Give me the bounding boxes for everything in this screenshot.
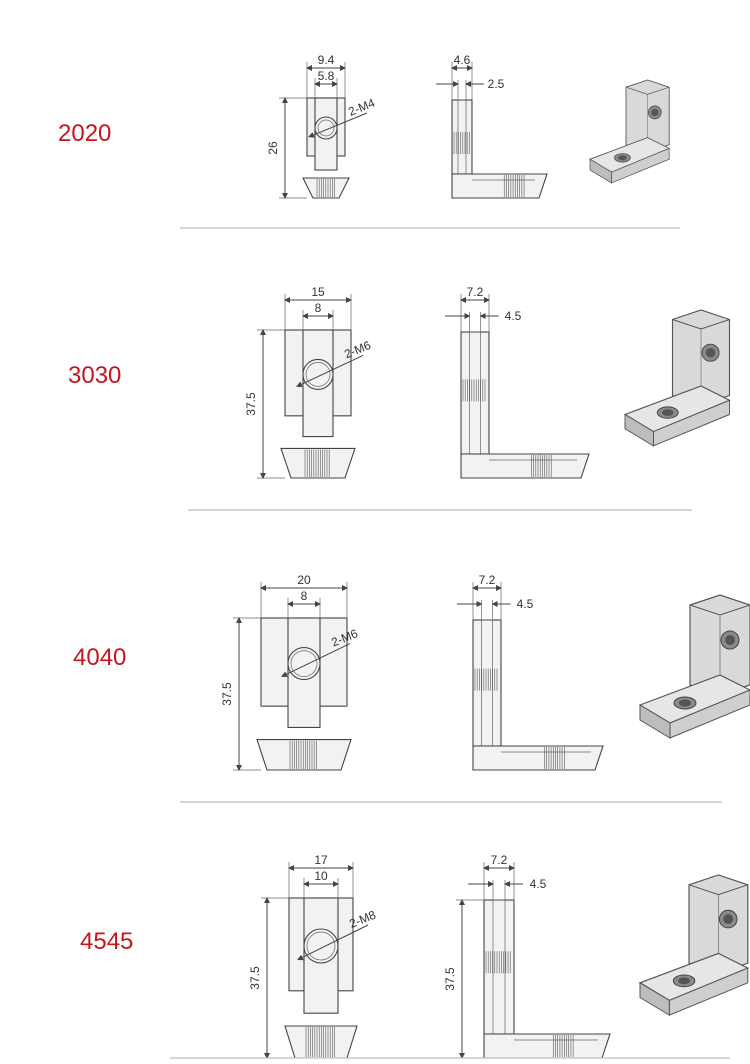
series-label-3030: 3030 xyxy=(68,362,122,389)
iso-foot-side xyxy=(669,689,750,739)
series-label-4040: 4040 xyxy=(73,644,127,671)
width-outer-label: 9.4 xyxy=(318,53,335,67)
thickness-inner-label: 4.5 xyxy=(517,597,534,611)
hole-leader xyxy=(296,354,364,387)
hole-leader xyxy=(281,643,351,677)
iso-foot-hole-core xyxy=(678,977,690,985)
iso-foot-side xyxy=(653,399,730,447)
width-inner-label: 10 xyxy=(314,869,328,883)
front-view: 2-M49.45.826 xyxy=(266,53,377,199)
thickness-outer-label: 7.2 xyxy=(479,573,496,587)
side-thread-horizontal xyxy=(503,175,525,197)
front-thread xyxy=(305,1027,335,1057)
isometric-view xyxy=(589,79,671,184)
iso-upright-edge xyxy=(672,319,730,330)
height-label: 37.5 xyxy=(244,392,258,416)
side-foot xyxy=(483,1033,611,1059)
width-inner-label: 5.8 xyxy=(318,69,335,83)
front-hole-inner xyxy=(305,362,331,387)
height-label: 37.5 xyxy=(248,966,262,990)
hole-leader xyxy=(297,924,369,961)
width-inner-label: 8 xyxy=(301,589,308,603)
width-outer-label: 20 xyxy=(297,573,311,587)
side-thread-vertical xyxy=(474,668,498,691)
iso-foot-side xyxy=(611,147,670,184)
side-foot xyxy=(472,745,604,771)
side-view: 7.2 4.5 xyxy=(457,573,604,771)
front-thread xyxy=(304,449,330,477)
series-label-2020: 2020 xyxy=(58,120,112,147)
iso-upright-hole-core xyxy=(723,914,734,924)
front-hole-inner xyxy=(290,650,318,677)
iso-foot-side xyxy=(668,967,749,1016)
front-thread xyxy=(289,740,317,769)
thickness-outer-label: 4.6 xyxy=(454,53,471,67)
front-hole-inner xyxy=(306,931,336,961)
side-view: 4.6 2.5 xyxy=(436,53,548,199)
side-thread-vertical xyxy=(453,132,470,154)
iso-foot-hole-core xyxy=(679,699,691,707)
front-hole xyxy=(287,647,321,681)
isometric-view xyxy=(623,309,731,447)
iso-upright-edge xyxy=(688,884,748,896)
thickness-inner-label: 4.5 xyxy=(505,309,522,323)
iso-upright-hole-core xyxy=(651,108,659,116)
thickness-inner-label: 2.5 xyxy=(488,77,505,91)
width-inner-label: 8 xyxy=(315,301,322,315)
isometric-view xyxy=(638,594,750,739)
width-outer-label: 15 xyxy=(311,285,325,299)
series-label-4545: 4545 xyxy=(80,928,134,955)
side-view: 7.2 4.5 xyxy=(445,285,590,479)
side-thread-horizontal xyxy=(531,455,552,477)
side-foot xyxy=(451,173,548,199)
height-label: 26 xyxy=(266,141,280,155)
side-view: 7.2 4.5 37.5 xyxy=(443,853,611,1059)
iso-upright-hole-core xyxy=(705,348,716,358)
width-outer-label: 17 xyxy=(314,853,328,867)
front-hole xyxy=(302,358,334,390)
side-thread-horizontal xyxy=(544,747,565,769)
iso-foot-hole-core xyxy=(662,409,674,416)
iso-upright-hole-core xyxy=(725,635,735,645)
iso-foot-hole-core xyxy=(618,155,627,161)
hole-leader xyxy=(308,112,368,138)
front-hole-inner xyxy=(317,119,335,137)
side-leg xyxy=(472,619,502,747)
front-thread xyxy=(316,179,335,197)
side-height-label: 37.5 xyxy=(443,967,457,991)
side-thread-vertical xyxy=(462,379,486,402)
side-thread-vertical xyxy=(485,951,511,974)
height-label: 37.5 xyxy=(220,682,234,706)
thickness-inner-label: 4.5 xyxy=(530,877,547,891)
isometric-view xyxy=(638,874,750,1017)
side-thread-horizontal xyxy=(552,1035,574,1057)
side-leg xyxy=(451,99,473,175)
side-foot xyxy=(460,453,590,479)
thickness-outer-label: 7.2 xyxy=(491,853,508,867)
front-tnut xyxy=(284,1025,358,1059)
front-tnut xyxy=(256,739,352,771)
thickness-outer-label: 7.2 xyxy=(467,285,484,299)
front-hole xyxy=(303,928,339,964)
